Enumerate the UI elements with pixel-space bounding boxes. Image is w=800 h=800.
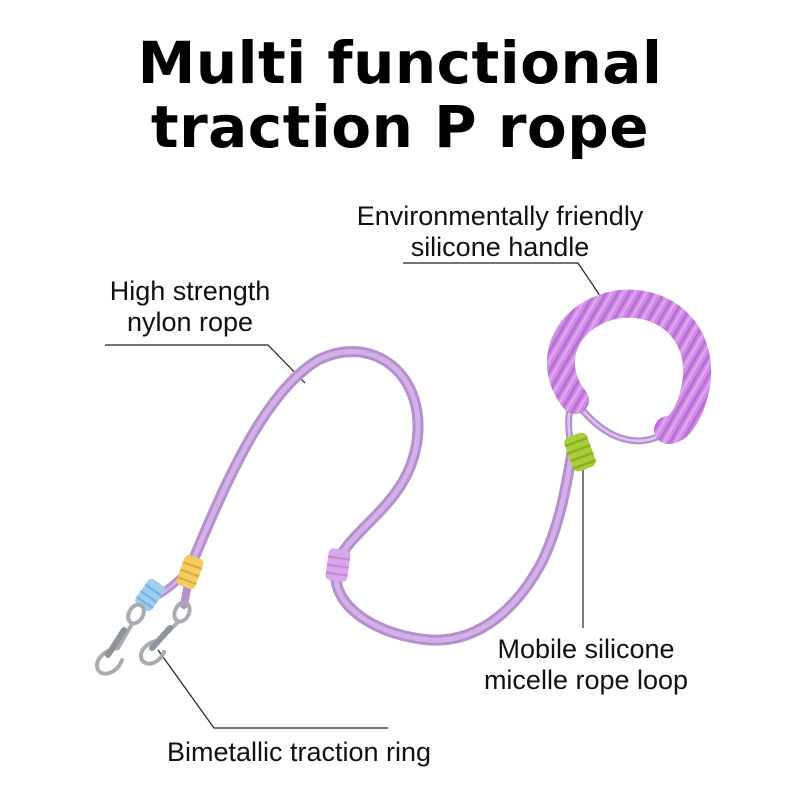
callout-lines [105, 262, 616, 729]
silicone-handle [546, 289, 712, 444]
loop-label-line-1: Mobile silicone [497, 634, 675, 664]
rope-leader-line [105, 344, 306, 384]
rope-label-line-1: High strength [109, 276, 271, 306]
ring-leader-line [157, 649, 388, 729]
nylon-rope [146, 346, 674, 646]
blue-silicone-sleeve [135, 578, 165, 612]
rope-label-line-2: nylon rope [126, 307, 254, 337]
lilac-silicone-sleeve [325, 548, 351, 582]
ring-label: Bimetallic traction ring [166, 737, 432, 767]
green-silicone-loop [564, 432, 597, 472]
handle-label-line-1: Environmentally friendly [356, 201, 644, 231]
loop-label-line-2: micelle rope loop [483, 665, 689, 695]
metal-snap-hook-left [95, 602, 146, 676]
handle-label-line-2: silicone handle [410, 232, 590, 262]
metal-snap-hook-right [139, 600, 192, 666]
yellow-silicone-sleeve [176, 554, 204, 590]
page-title-line-1: Multi functional [137, 29, 663, 97]
page-title-line-2: traction P rope [150, 93, 650, 161]
